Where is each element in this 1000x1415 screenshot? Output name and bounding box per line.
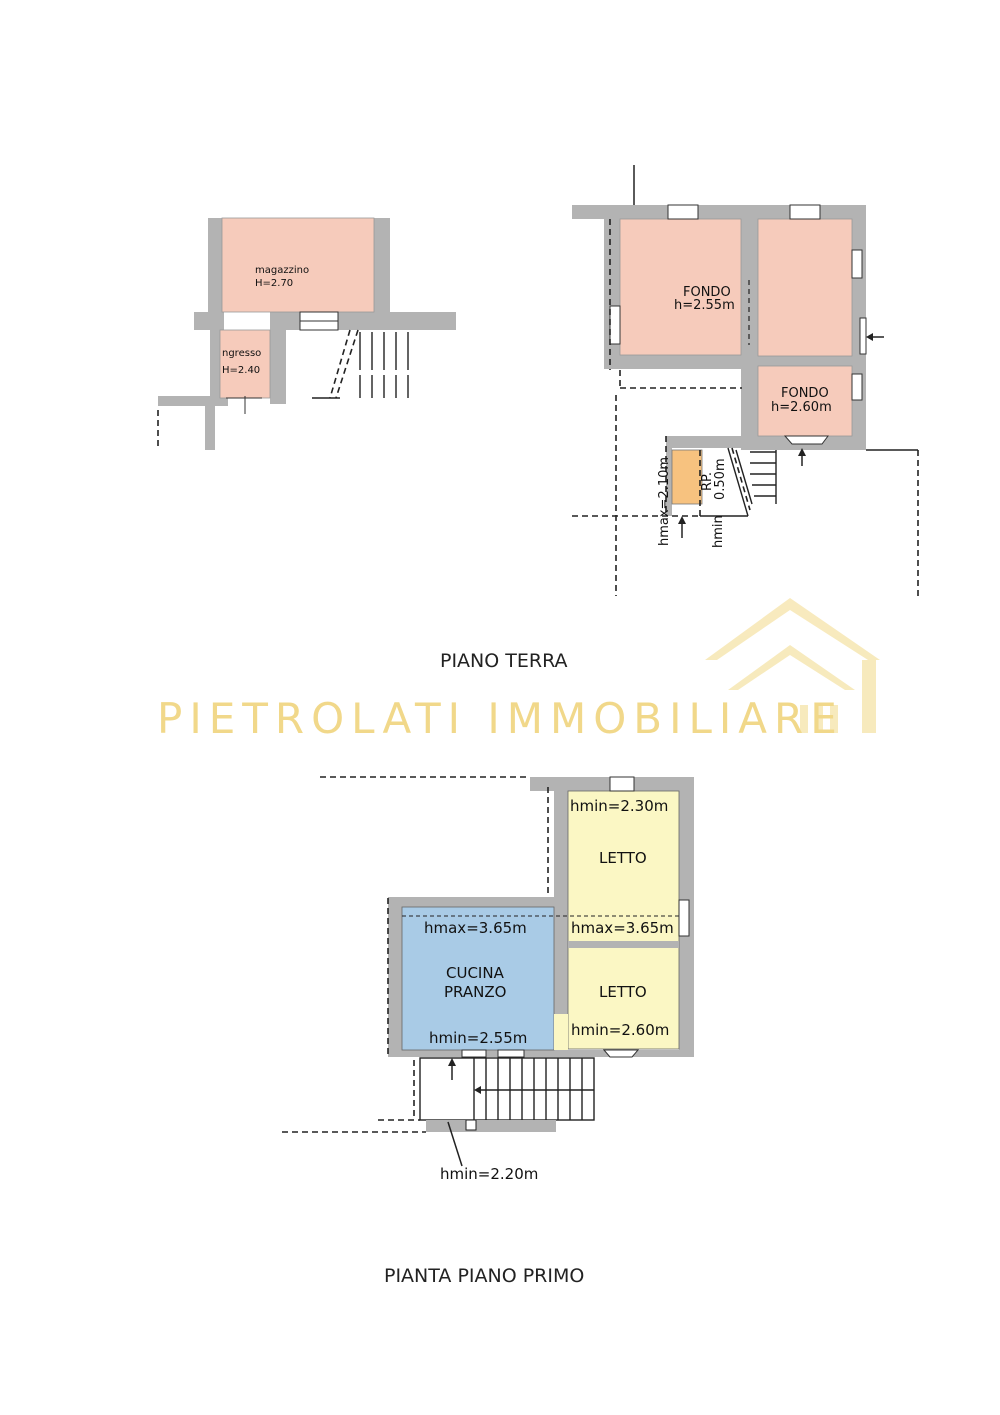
room-ripostiglio (671, 449, 703, 505)
first-floor-plan: hmax=3.65m CUCINA PRANZO hmin=2.55m hmin… (282, 776, 694, 1183)
letto-bottom-label: LETTO (599, 983, 647, 1001)
fondo-large-label: FONDO (683, 285, 731, 300)
room-fondo-large (619, 218, 742, 356)
room-cucina (401, 906, 555, 1051)
magazzino-height: H=2.70 (255, 278, 293, 289)
room-fondo-corner (757, 218, 853, 357)
watermark-text: PIETROLATI IMMOBILIARE (157, 694, 844, 743)
first-floor-title: PIANTA PIANO PRIMO (384, 1265, 584, 1287)
hmin-label: hmin (711, 515, 726, 548)
hmax-label: hmax=2.10m (657, 457, 672, 546)
ground-floor-right-block: FONDO h=2.55m FONDO h=2.60m RP. 0.50m hm… (572, 165, 919, 596)
room-fondo-small (757, 365, 853, 437)
cucina-hmin: hmin=2.55m (429, 1029, 527, 1047)
room-letto-zone (567, 790, 680, 1050)
cucina-label-2: PRANZO (444, 983, 506, 1001)
ingresso-label: ngresso (222, 348, 261, 359)
cucina-label-1: CUCINA (446, 964, 505, 982)
letto-bottom-hmin: hmin=2.60m (571, 1021, 669, 1039)
letto-top-label: LETTO (599, 849, 647, 867)
fondo-large-height: h=2.55m (674, 298, 735, 313)
ripostiglio-height: 0.50m (713, 458, 728, 500)
ripostiglio-label: RP. (700, 472, 715, 491)
ground-right-stairs (727, 447, 777, 517)
ingresso-height: H=2.40 (222, 365, 260, 376)
room-magazzino (221, 217, 375, 313)
cucina-hmax: hmax=3.65m (424, 919, 527, 937)
watermark-logo (705, 598, 880, 733)
ground-floor-title: PIANO TERRA (440, 650, 568, 672)
fondo-small-label: FONDO (781, 386, 829, 401)
first-floor-stairs (419, 1057, 595, 1167)
stair-hmin: hmin=2.20m (440, 1165, 538, 1183)
letto-top-hmax: hmax=3.65m (571, 919, 674, 937)
magazzino-label: magazzino (255, 265, 309, 276)
room-ingresso (219, 329, 271, 399)
ground-floor-left-block: magazzino H=2.70 ngresso H=2.40 (157, 217, 456, 450)
fondo-small-height: h=2.60m (771, 400, 832, 415)
letto-top-hmin: hmin=2.30m (570, 797, 668, 815)
ground-left-stairs (312, 329, 409, 399)
